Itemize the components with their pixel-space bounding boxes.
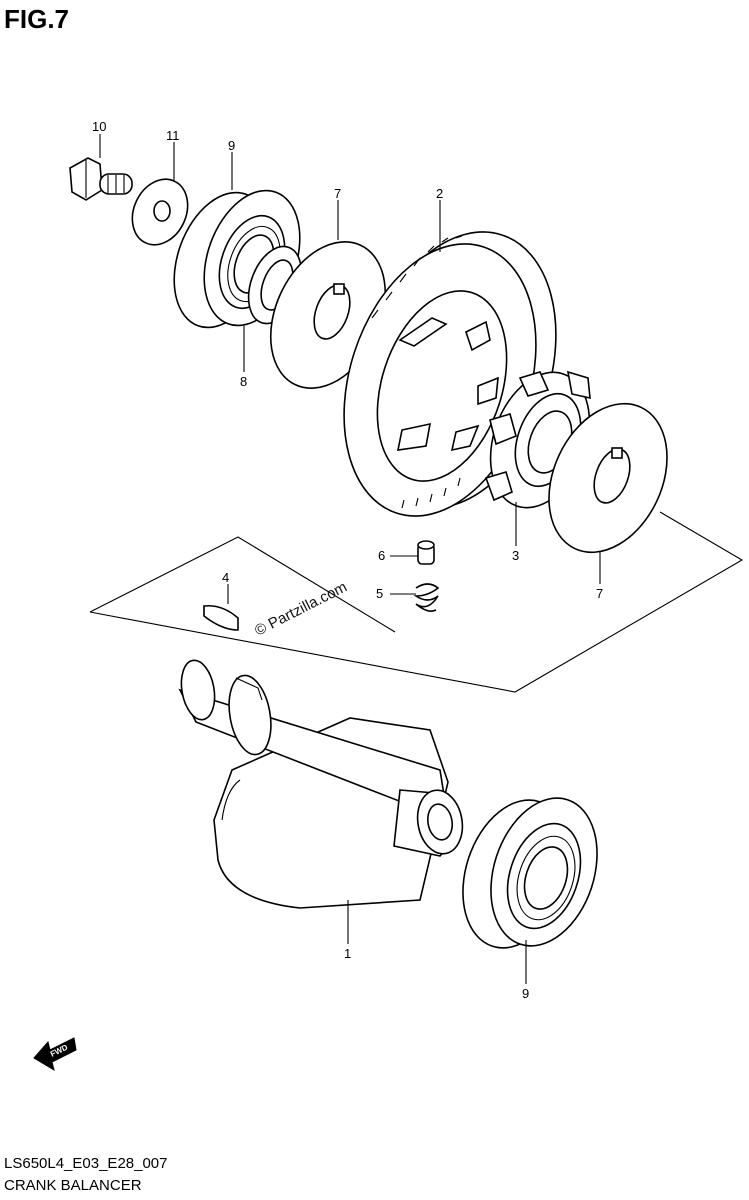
- part-1-balancer-shaft: [178, 659, 464, 909]
- part-11-washer: [131, 178, 189, 246]
- callout-8: 8: [240, 374, 247, 389]
- part-4-key: [203, 604, 239, 631]
- part-7-washer-bottom: [548, 402, 668, 554]
- part-9-bearing-bottom: [462, 797, 598, 949]
- callout-9-bottom: 9: [522, 986, 529, 1001]
- part-10-bolt: [69, 157, 133, 201]
- part-5-spring: [413, 583, 440, 612]
- leader-lines: [99, 134, 601, 984]
- callout-5: 5: [376, 586, 383, 601]
- callout-7-top: 7: [334, 186, 341, 201]
- watermark-text: © Partzilla.com: [252, 579, 350, 640]
- callout-9-top: 9: [228, 138, 235, 153]
- callout-6: 6: [378, 548, 385, 563]
- figure-title: FIG.7: [4, 4, 70, 34]
- callout-2: 2: [436, 186, 443, 201]
- callout-7-bottom: 7: [596, 586, 603, 601]
- callout-4: 4: [222, 570, 229, 585]
- callout-11: 11: [166, 128, 180, 143]
- fwd-arrow-icon: FWD: [33, 1037, 77, 1072]
- callout-1: 1: [344, 946, 351, 961]
- diagram-code: LS650L4_E03_E28_007: [4, 1155, 168, 1172]
- assembly-box: [89, 511, 744, 693]
- part-6-pin: [417, 540, 435, 565]
- callout-10: 10: [92, 119, 106, 134]
- callout-3: 3: [512, 548, 519, 563]
- diagram-name: CRANK BALANCER: [4, 1177, 142, 1194]
